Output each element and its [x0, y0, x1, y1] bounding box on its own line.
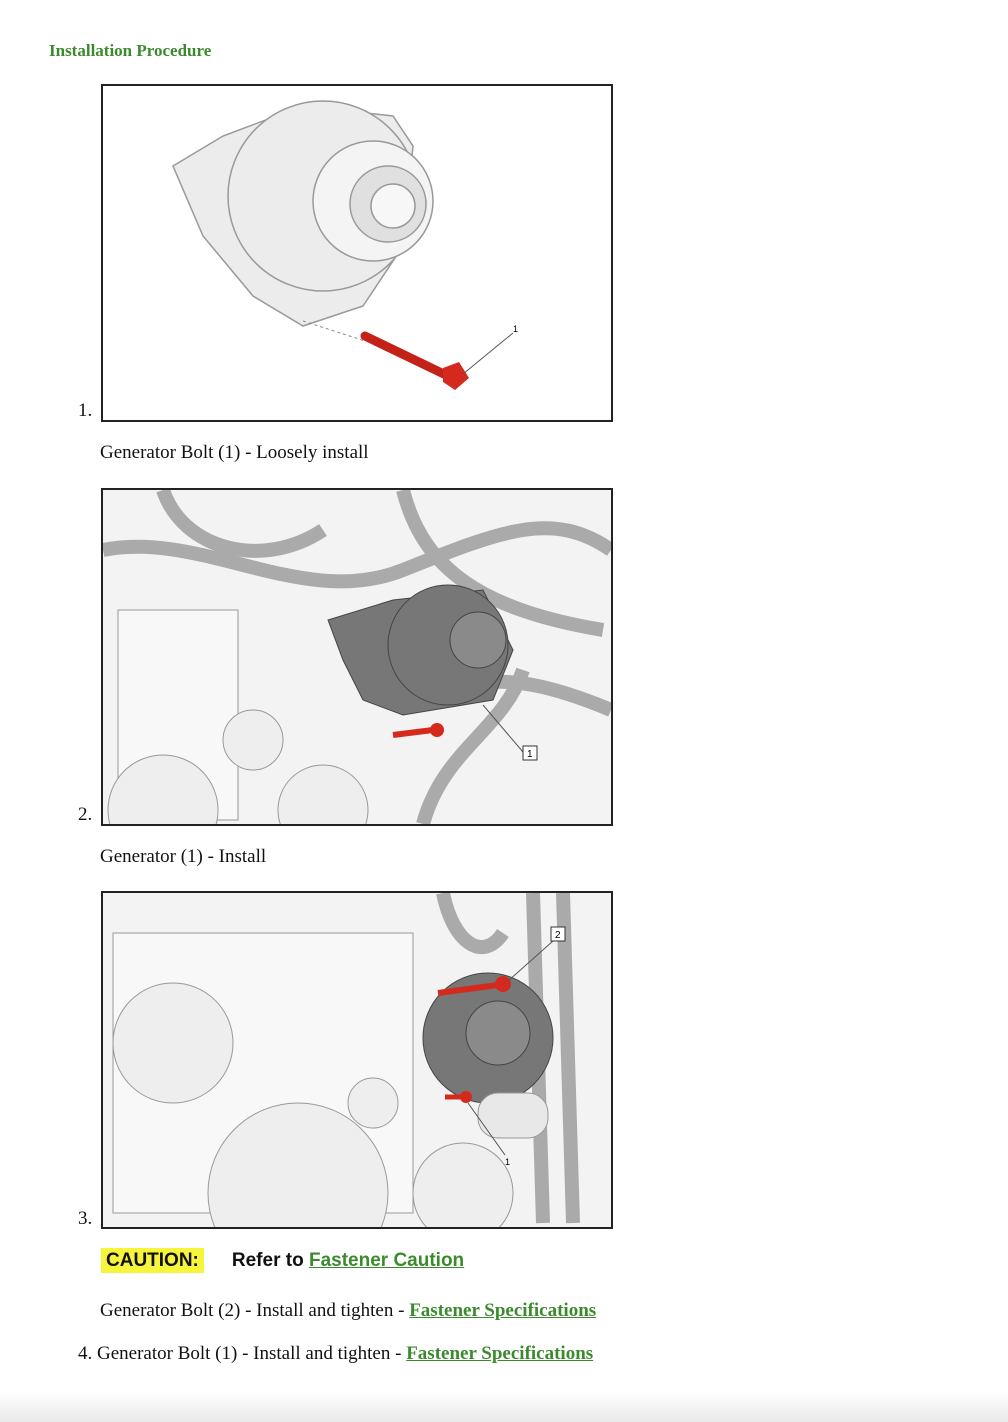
step-caption: Generator (1) - Install	[100, 846, 267, 867]
callout-2: 2	[555, 930, 561, 941]
step-4-instruction: 4. Generator Bolt (1) - Install and tigh…	[78, 1343, 593, 1365]
callout-1: 1	[513, 324, 518, 334]
illustration-generator-bolt: 1	[101, 84, 613, 422]
page-bottom-shadow	[0, 1392, 1008, 1422]
instruction-text: Generator Bolt (1) - Install and tighten…	[97, 1343, 407, 1364]
section-title: Installation Procedure	[49, 41, 212, 60]
illustration-generator-bolts-tighten: 2 1	[101, 891, 613, 1229]
caution-text: Refer to	[231, 1250, 309, 1271]
step-3-instruction: Generator Bolt (2) - Install and tighten…	[100, 1300, 596, 1322]
caution-notice: CAUTION: Refer to Fastener Caution	[101, 1248, 465, 1273]
step-number: 4.	[78, 1343, 93, 1364]
callout-1: 1	[505, 1157, 510, 1167]
fastener-caution-link[interactable]: Fastener Caution	[308, 1250, 465, 1271]
instruction-text: Generator Bolt (2) - Install and tighten…	[100, 1300, 410, 1321]
illustration-generator-install: 1	[101, 488, 613, 826]
callout-1: 1	[527, 749, 533, 760]
step-number: 2.	[78, 804, 93, 825]
step-number: 1.	[78, 400, 93, 421]
caution-label: CAUTION:	[101, 1248, 204, 1273]
fastener-specifications-link[interactable]: Fastener Specifications	[406, 1343, 594, 1364]
fastener-specifications-link[interactable]: Fastener Specifications	[409, 1300, 597, 1321]
step-caption: Generator Bolt (1) - Loosely install	[100, 442, 369, 463]
step-number: 3.	[78, 1208, 93, 1229]
